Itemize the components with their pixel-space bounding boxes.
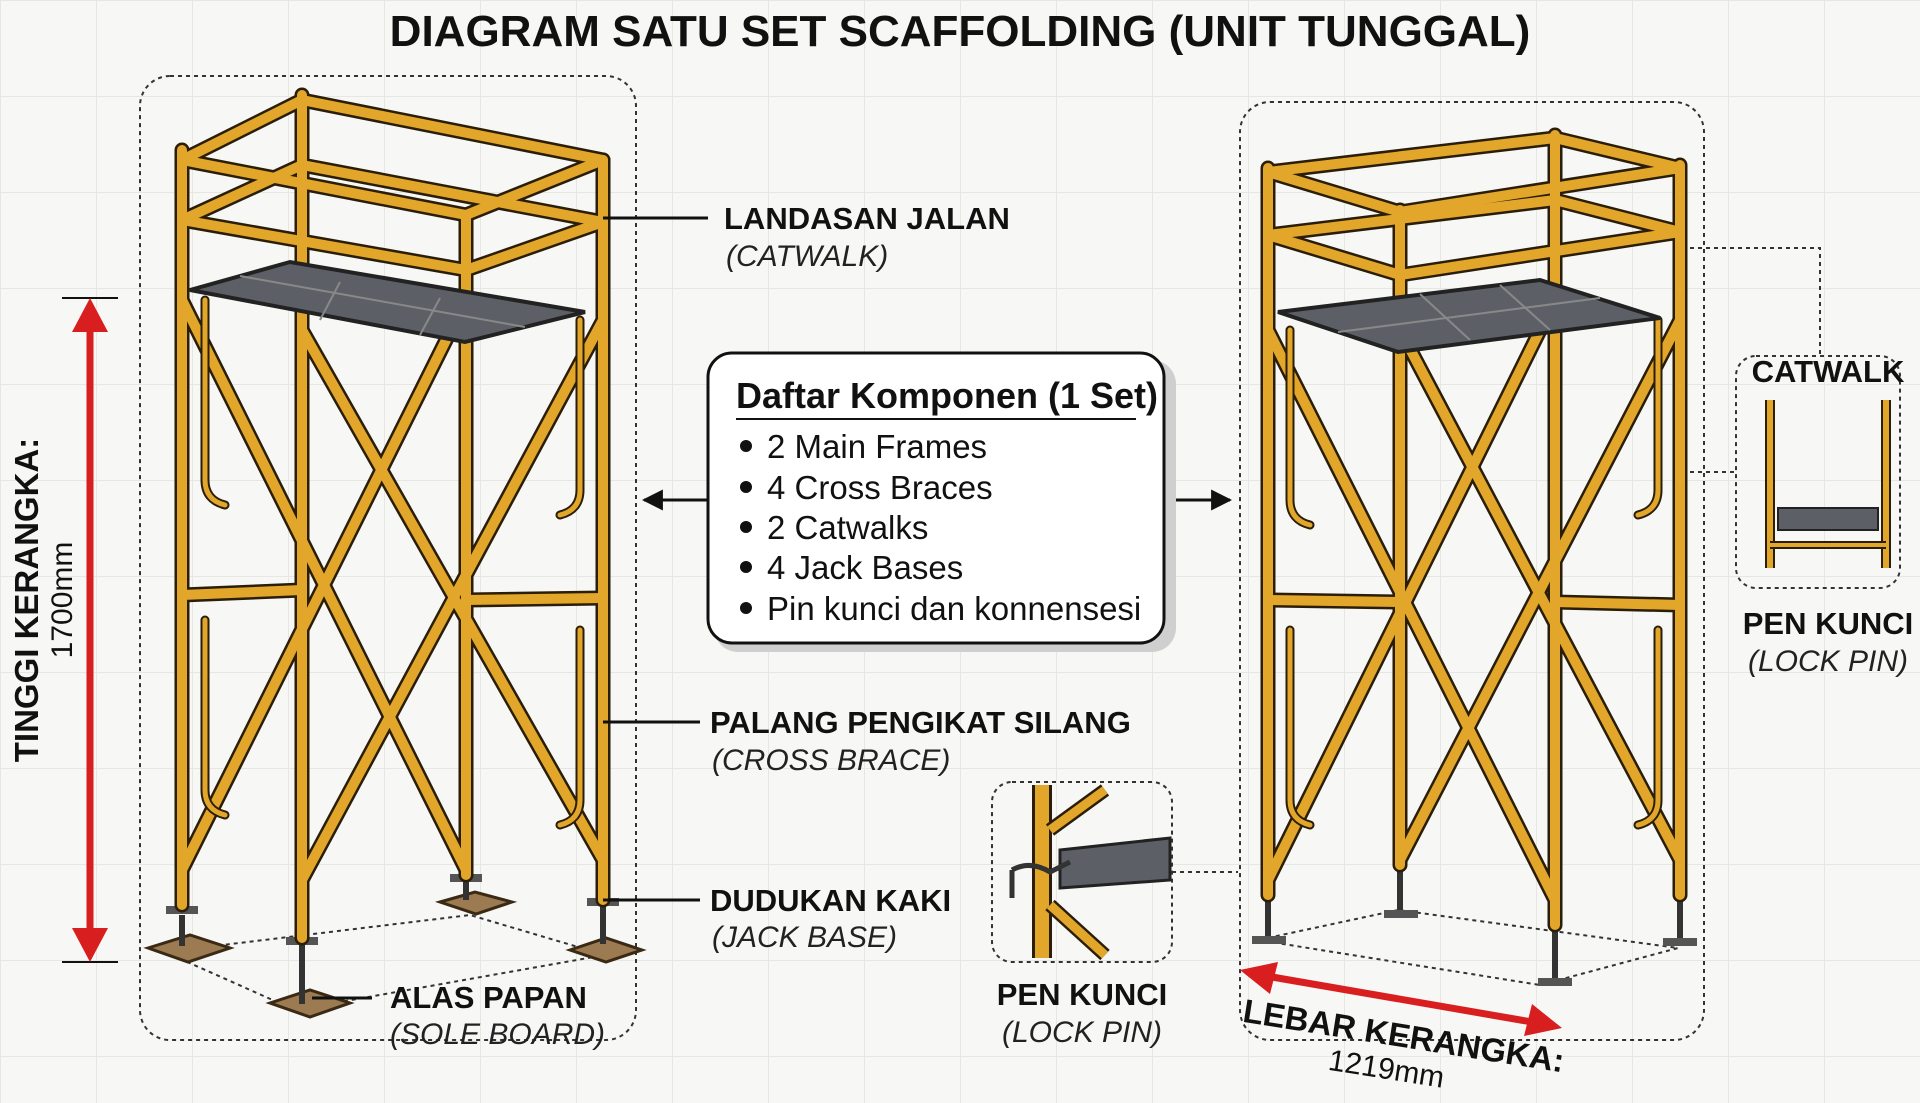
lock-pin-right-sublabel: (LOCK PIN) <box>1748 645 1908 678</box>
left-scaffold-frame <box>143 87 647 1019</box>
lock-pin-center-label: PEN KUNCI <box>997 977 1168 1012</box>
height-dimension-label: TINGGI KERANGKA: <box>8 438 45 763</box>
height-dimension-value: 1700mm <box>46 542 79 659</box>
catwalk-detail-label: CATWALK <box>1752 354 1905 389</box>
right-scaffold-frame <box>1252 127 1697 987</box>
sole-board-label: ALAS PAPAN <box>390 980 587 1015</box>
component-list-title: Daftar Komponen (1 Set) <box>736 375 1158 416</box>
svg-text:4 Jack Bases: 4 Jack Bases <box>767 549 963 586</box>
svg-text:Pin kunci dan konnensesi: Pin kunci dan konnensesi <box>767 590 1141 627</box>
list-item: 2 Main Frames <box>740 428 987 465</box>
list-item: 4 Cross Braces <box>740 469 993 506</box>
diagram-title: DIAGRAM SATU SET SCAFFOLDING (UNIT TUNGG… <box>390 7 1531 56</box>
height-dimension-arrow <box>62 297 118 963</box>
component-list-items: 2 Main Frames 4 Cross Braces 2 Catwalks … <box>740 428 1141 627</box>
svg-text:2 Catwalks: 2 Catwalks <box>767 509 928 546</box>
sole-board-icon <box>143 890 647 1019</box>
list-item: 4 Jack Bases <box>740 549 963 586</box>
right-frame-enclosure <box>1239 101 1705 1041</box>
svg-text:4 Cross Braces: 4 Cross Braces <box>767 469 993 506</box>
jack-base-label: DUDUKAN KAKI <box>710 883 951 918</box>
list-item: Pin kunci dan konnensesi <box>740 590 1141 627</box>
catwalk-label: LANDASAN JALAN <box>724 201 1010 236</box>
jack-base-sublabel: (JACK BASE) <box>712 921 897 954</box>
list-item: 2 Catwalks <box>740 509 928 546</box>
lock-pin-icon <box>1009 859 1072 898</box>
catwalk-detail: CATWALK <box>1735 354 1905 589</box>
leader-lines <box>312 216 1821 1000</box>
catwalk-sublabel: (CATWALK) <box>726 240 888 273</box>
cross-brace-sublabel: (CROSS BRACE) <box>712 744 950 777</box>
lock-pin-detail <box>991 781 1173 963</box>
component-list-panel: Daftar Komponen (1 Set) 2 Main Frames 4 … <box>706 351 1176 652</box>
lock-pin-center-sublabel: (LOCK PIN) <box>1002 1016 1162 1049</box>
width-dimension-arrow <box>1240 962 1562 1036</box>
cross-brace-label: PALANG PENGIKAT SILANG <box>710 705 1131 740</box>
svg-text:2 Main Frames: 2 Main Frames <box>767 428 987 465</box>
sole-board-sublabel: (SOLE BOARD) <box>390 1018 605 1051</box>
lock-pin-right-label: PEN KUNCI <box>1743 606 1914 641</box>
left-frame-enclosure <box>139 75 637 1041</box>
